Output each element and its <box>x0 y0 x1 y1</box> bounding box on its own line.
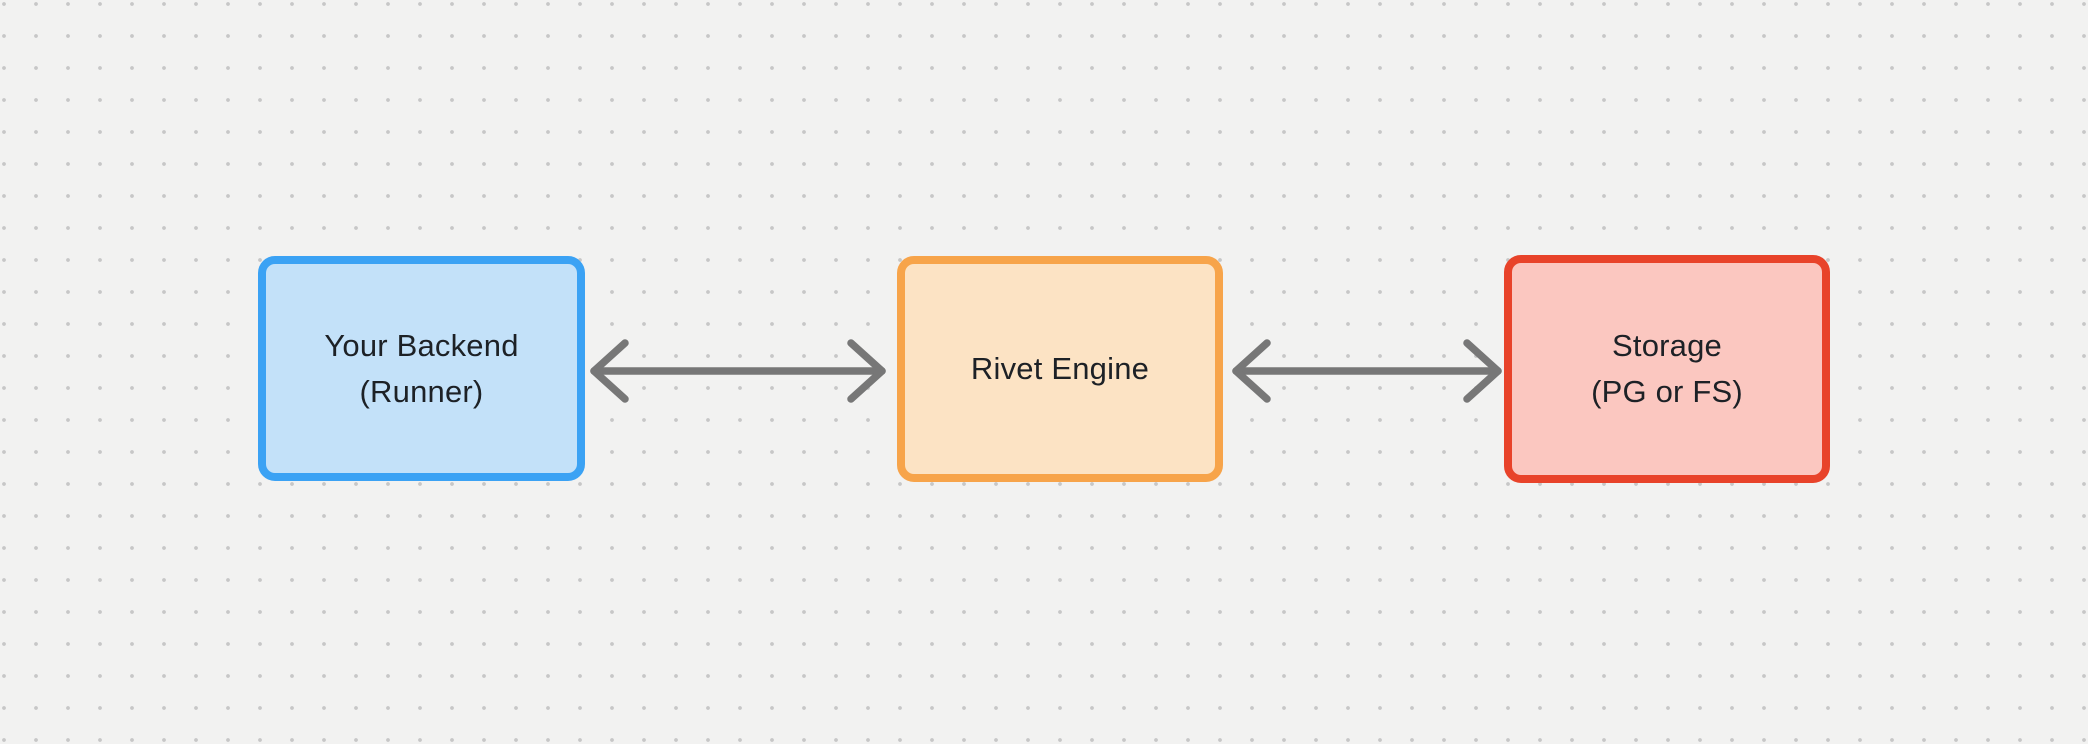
node-storage-label: Storage (PG or FS) <box>1591 323 1743 415</box>
node-rivet-engine-label: Rivet Engine <box>971 346 1149 392</box>
node-label-line: (PG or FS) <box>1591 374 1743 409</box>
edge-backend-engine-bidirectional-arrow[interactable] <box>585 331 891 411</box>
node-label-line: Storage <box>1612 328 1722 363</box>
edge-engine-storage-bidirectional-arrow[interactable] <box>1229 331 1505 411</box>
double-arrow-icon <box>1232 339 1502 403</box>
node-label-line: (Runner) <box>359 373 484 409</box>
node-your-backend[interactable]: Your Backend (Runner) <box>258 256 585 481</box>
double-arrow-icon <box>590 339 886 403</box>
node-your-backend-label: Your Backend (Runner) <box>324 323 518 415</box>
node-storage[interactable]: Storage (PG or FS) <box>1504 255 1830 483</box>
node-rivet-engine[interactable]: Rivet Engine <box>897 256 1223 482</box>
node-label-line: Your Backend <box>324 327 519 363</box>
node-label-line: Rivet Engine <box>970 351 1150 386</box>
